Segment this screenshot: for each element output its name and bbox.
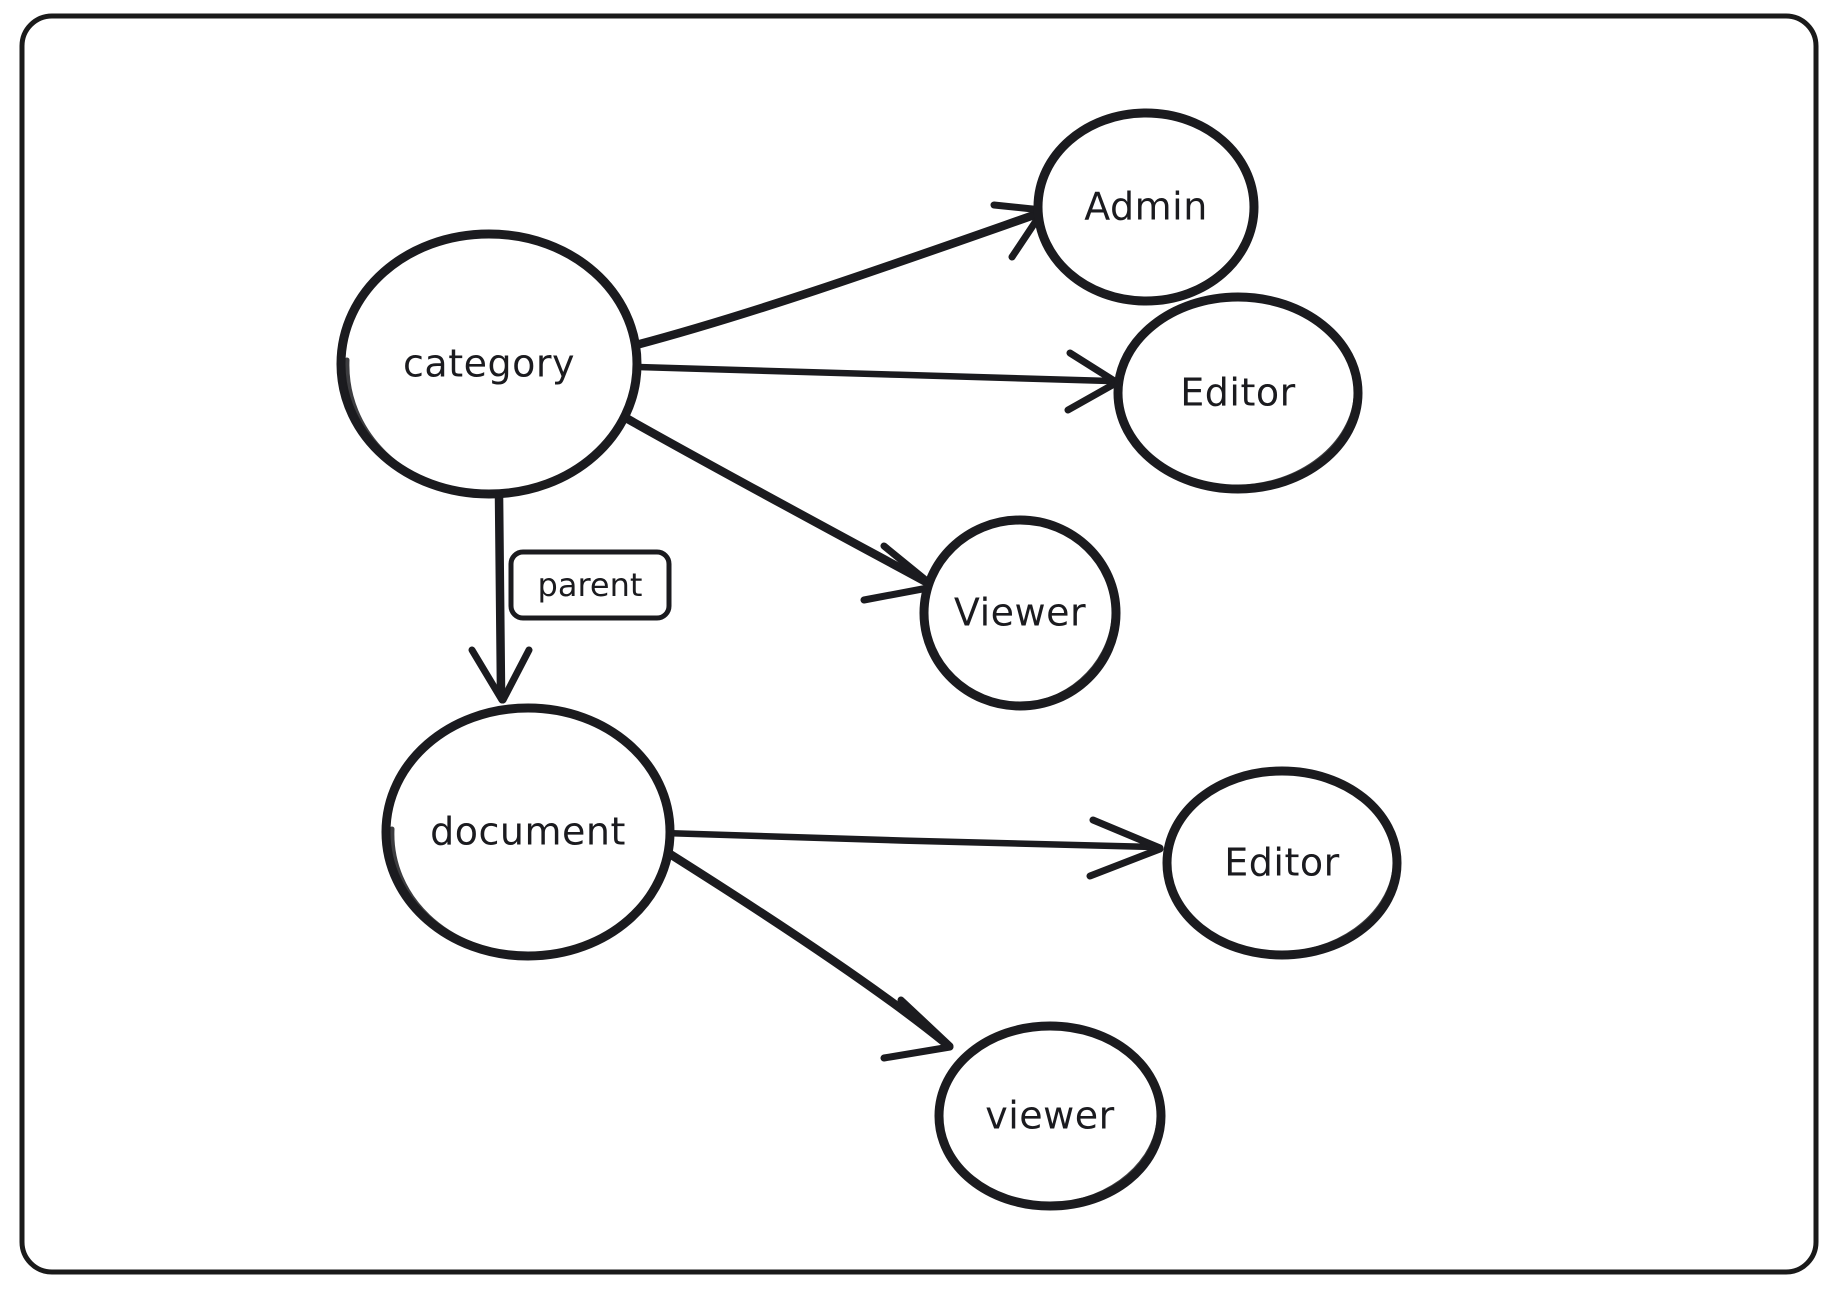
edge-category-document[interactable] — [468, 490, 533, 704]
node-viewer-bottom[interactable]: viewer — [934, 1021, 1166, 1211]
edge-line — [631, 209, 1042, 350]
node-label-editor-bottom: Editor — [1224, 841, 1339, 885]
node-label-document: document — [430, 810, 626, 854]
edge-category-viewer-top[interactable] — [621, 413, 937, 604]
node-shape-sketch — [1271, 769, 1398, 957]
edge-category-admin[interactable] — [631, 201, 1046, 350]
edge-line — [657, 844, 949, 1047]
node-shape-sketch — [1039, 1024, 1162, 1208]
arrowhead-stroke-a — [1066, 349, 1120, 386]
edge-line — [660, 829, 1159, 851]
node-document[interactable]: document — [381, 703, 675, 961]
node-shape-sketch — [1138, 111, 1256, 303]
node-shape-sketch — [1011, 518, 1117, 708]
edge-labels-layer: parent — [508, 549, 672, 621]
edge-label-box — [508, 549, 672, 621]
nodes-layer: category Admin Editor Viewer — [336, 108, 1402, 1211]
arrowhead-stroke-b — [499, 646, 533, 704]
node-editor-top[interactable]: Editor — [1113, 292, 1363, 494]
arrowhead-stroke-a — [880, 542, 937, 590]
node-shape-sketch — [389, 706, 672, 958]
edge-document-editor-bottom[interactable] — [660, 816, 1164, 880]
edge-line — [621, 413, 933, 588]
edge-label-parent[interactable]: parent — [508, 549, 672, 621]
arrowhead-stroke-b — [880, 1043, 954, 1062]
edge-line — [494, 490, 506, 695]
arrowhead-stroke-b — [860, 583, 937, 604]
frame-border — [19, 13, 1819, 1275]
edges-layer — [468, 201, 1164, 1062]
arrowhead-stroke-b — [1064, 379, 1120, 414]
diagram-frame — [19, 13, 1819, 1275]
arrowhead-stroke-a — [897, 996, 954, 1050]
edge-line — [634, 363, 1114, 385]
node-admin[interactable]: Admin — [1033, 108, 1259, 306]
arrowhead-stroke-a — [468, 646, 506, 704]
node-label-category: category — [403, 342, 575, 386]
node-label-viewer-top: Viewer — [954, 591, 1086, 635]
edge-category-editor-top[interactable] — [634, 349, 1120, 414]
arrowhead-stroke-a — [1089, 816, 1164, 852]
arrowhead-stroke-b — [1086, 845, 1164, 880]
node-shape-sketch — [1227, 295, 1359, 490]
node-label-viewer-bottom: viewer — [985, 1094, 1115, 1138]
node-viewer-top[interactable]: Viewer — [919, 515, 1121, 711]
node-label-editor-top: Editor — [1180, 371, 1295, 415]
node-editor-bottom[interactable]: Editor — [1162, 766, 1402, 960]
edge-document-viewer-bottom[interactable] — [657, 844, 954, 1062]
edge-label-parent-text: parent — [538, 566, 643, 604]
node-label-admin: Admin — [1084, 185, 1208, 229]
node-shape-sketch — [344, 232, 641, 498]
node-category[interactable]: category — [336, 229, 642, 499]
